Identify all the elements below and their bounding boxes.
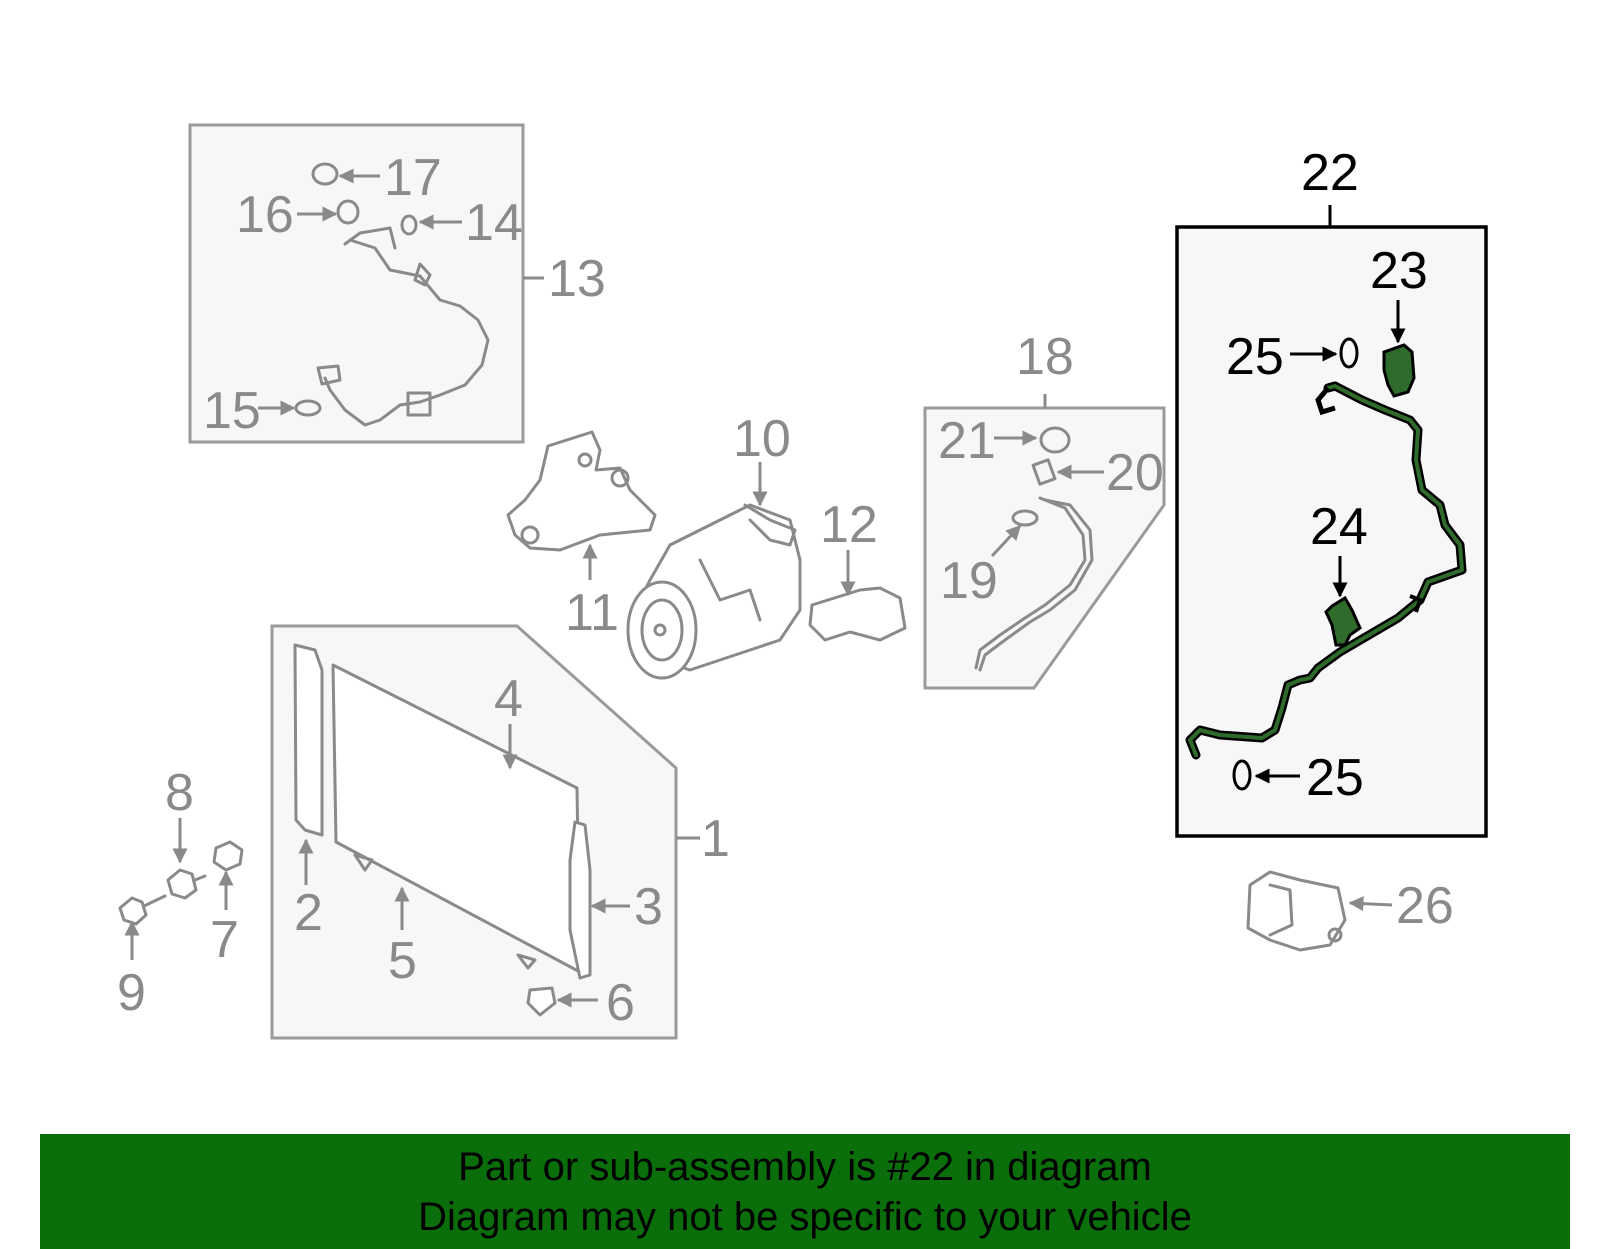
compressor-10 (626, 503, 802, 680)
info-banner: Part or sub-assembly is #22 in diagram D… (40, 1134, 1570, 1249)
callout-15: 15 (203, 382, 261, 440)
compressor-bracket-11 (506, 430, 657, 552)
callout-1: 1 (701, 810, 730, 868)
callout-16: 16 (236, 186, 294, 244)
assembly-box-1 (270, 624, 678, 1040)
callout-11: 11 (565, 584, 619, 642)
leader-19 (990, 524, 1022, 558)
callout-7: 7 (210, 911, 239, 969)
part-24-shape (1324, 595, 1362, 647)
callout-25-upper: 25 (1226, 328, 1284, 386)
callout-14: 14 (465, 194, 523, 252)
part-25-upper-shape (1339, 337, 1359, 369)
assembly-box-18 (923, 406, 1166, 690)
callout-17: 17 (384, 149, 442, 207)
callout-19: 19 (940, 552, 998, 610)
callout-9: 9 (117, 964, 146, 1022)
callout-26: 26 (1396, 877, 1454, 935)
callout-18: 18 (1016, 328, 1074, 386)
banner-line-2: Diagram may not be specific to your vehi… (418, 1195, 1192, 1239)
callout-8: 8 (165, 764, 194, 822)
part-23-shape (1382, 343, 1416, 398)
callout-12: 12 (820, 496, 878, 554)
bracket-12 (808, 586, 907, 642)
callout-2: 2 (294, 884, 323, 942)
callout-3: 3 (634, 878, 663, 936)
callout-22: 22 (1301, 144, 1359, 202)
callout-5: 5 (388, 932, 417, 990)
callout-24: 24 (1310, 498, 1368, 556)
part-26 (1246, 870, 1347, 952)
callout-10: 10 (733, 410, 791, 468)
callout-6: 6 (606, 974, 635, 1032)
assembly-box-22 (1175, 225, 1488, 838)
leader-26 (1348, 896, 1393, 912)
callout-25-lower: 25 (1306, 749, 1364, 807)
banner-line-1: Part or sub-assembly is #22 in diagram (458, 1145, 1152, 1189)
callout-23: 23 (1370, 242, 1428, 300)
assembly-box-13 (188, 123, 525, 444)
part-25-lower-shape (1232, 759, 1252, 791)
fasteners-7-8-9 (118, 840, 244, 926)
callout-21: 21 (938, 412, 996, 470)
callout-13: 13 (548, 250, 606, 308)
callout-20: 20 (1106, 444, 1164, 502)
callout-4: 4 (494, 670, 523, 728)
